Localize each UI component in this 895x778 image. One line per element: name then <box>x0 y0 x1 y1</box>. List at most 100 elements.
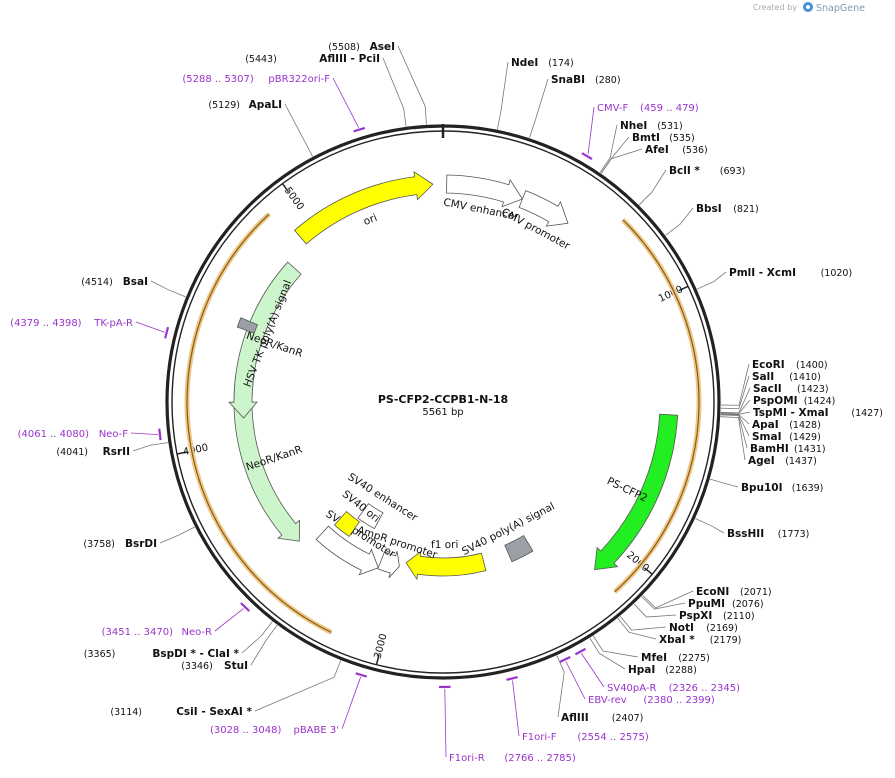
enzyme-position: (3346) <box>181 661 213 672</box>
enzyme-leader-line <box>592 635 639 658</box>
enzyme-position: (2275) <box>678 653 710 664</box>
primer-neo-f[interactable]: Neo-F(4061 .. 4080) <box>18 428 162 441</box>
enzyme-name: PspOMI <box>753 395 798 407</box>
enzyme-site-bsai[interactable]: BsaI(4514) <box>81 276 186 298</box>
enzyme-site-apali[interactable]: ApaLI(5129) <box>208 99 313 157</box>
primer-ebv-rev[interactable]: EBV-rev(2380 .. 2399) <box>559 656 715 706</box>
primer-name: TK-pA-R <box>93 318 133 329</box>
feature-ps-cfp2[interactable]: PS-CFP2 <box>594 413 679 571</box>
enzyme-position: (1427) <box>851 408 883 419</box>
enzyme-site-smai[interactable]: SmaI(1429) <box>720 413 821 443</box>
snapgene-logo-icon <box>803 2 813 12</box>
enzyme-site-ppumi[interactable]: PpuMI (2076) <box>641 596 764 610</box>
enzyme-position: (5508) <box>328 42 360 53</box>
enzyme-position: (3758) <box>83 539 115 550</box>
primer-bar <box>355 672 368 678</box>
primer-f1ori-f[interactable]: F1ori-F(2554 .. 2575) <box>506 675 649 743</box>
enzyme-name: AflIII - PciI <box>319 53 380 65</box>
enzyme-site-nhei[interactable]: NheI(531) <box>599 120 683 173</box>
enzyme-site-bbsi[interactable]: BbsI(821) <box>665 203 759 236</box>
enzyme-site-noti[interactable]: NotI(2169) <box>619 615 738 634</box>
primer-f1ori-r[interactable]: F1ori-R(2766 .. 2785) <box>438 685 576 764</box>
enzyme-site-bsshii[interactable]: BssHII(1773) <box>695 518 809 540</box>
enzyme-name: AseI <box>370 41 395 53</box>
enzyme-name: AgeI <box>748 455 775 467</box>
enzyme-site-hpai[interactable]: HpaI(2288) <box>589 637 697 676</box>
enzyme-site-sali[interactable]: SalI (1410) <box>720 371 821 410</box>
enzyme-name: SalI <box>752 371 774 383</box>
enzyme-name: SnaBI <box>551 74 585 86</box>
enzyme-site-mfei[interactable]: MfeI(2275) <box>592 635 710 664</box>
enzyme-leader-line <box>589 637 626 670</box>
enzyme-position: (3365) <box>84 649 116 660</box>
enzyme-name: BspDI * - ClaI * <box>152 648 239 660</box>
enzyme-leader-line <box>397 45 427 125</box>
enzyme-site-econi[interactable]: EcoNI(2071) <box>642 586 772 609</box>
enzyme-site-ndei[interactable]: NdeI(174) <box>496 57 574 130</box>
feature-sv40-poly-a-signal[interactable]: SV40 poly(A) signal <box>460 500 557 563</box>
primer-neo-r[interactable]: Neo-R(3451 .. 3470) <box>102 602 251 638</box>
primer-name: EBV-rev <box>588 695 627 706</box>
enzyme-position: (2076) <box>732 599 764 610</box>
enzyme-site-pspxi[interactable]: PspXI(2110) <box>633 603 755 622</box>
enzyme-site-stui[interactable]: StuI(3346) <box>181 624 278 672</box>
primer-leader-line <box>565 661 586 700</box>
enzyme-site-bamhi[interactable]: BamHI(1431) <box>720 414 826 455</box>
primer-sv40pa-r[interactable]: SV40pA-R(2326 .. 2345) <box>574 647 740 694</box>
enzyme-site-bsrdi[interactable]: BsrDI (3758) <box>83 526 195 550</box>
feature-shape-sv40-enhancer <box>357 503 384 530</box>
enzyme-site-ecori[interactable]: EcoRI (1400) <box>720 359 828 406</box>
enzyme-leader-line <box>150 280 186 298</box>
enzyme-name: ApaLI <box>249 99 282 111</box>
enzyme-position: (1437) <box>785 456 817 467</box>
primer-pbr322ori-f[interactable]: pBR322ori-F(5288 .. 5307) <box>182 74 366 133</box>
primer-bar <box>240 602 251 612</box>
feature-f1-ori[interactable]: f1 ori <box>405 539 487 581</box>
enzyme-name: CsiI - SexAI * <box>176 706 252 718</box>
enzyme-leader-line <box>695 518 725 534</box>
enzyme-name: BmtI <box>632 132 660 144</box>
primer-cmv-f[interactable]: CMV-F(459 .. 479) <box>581 103 699 161</box>
enzyme-site-tspmi-xmai[interactable]: TspMI - XmaI(1427) <box>720 407 883 419</box>
enzyme-site-csii-sexai[interactable]: CsiI - SexAI *(3114) <box>110 660 342 718</box>
feature-ori[interactable]: ori <box>293 171 434 245</box>
enzyme-position: (2179) <box>710 635 742 646</box>
enzyme-position: (1400) <box>796 360 828 371</box>
enzyme-site-agei[interactable]: AgeI (1437) <box>720 416 817 467</box>
primer-leader-line <box>341 676 362 730</box>
primer-leader-line <box>135 321 165 333</box>
enzyme-leader-line <box>619 615 667 631</box>
enzyme-position: (531) <box>657 121 683 132</box>
enzyme-site-bspdi-clai[interactable]: BspDI * - ClaI * (3365) <box>84 621 273 660</box>
enzyme-site-snabi[interactable]: SnaBI(280) <box>529 74 621 138</box>
enzyme-leader-line <box>709 478 739 488</box>
enzyme-leader-line <box>638 169 667 206</box>
primer-bar <box>164 326 170 339</box>
enzyme-site-pmli-xcmi[interactable]: PmlI - XcmI(1020) <box>696 267 852 290</box>
enzyme-position: (174) <box>548 58 574 69</box>
primer-range: (3451 .. 3470) <box>102 627 174 638</box>
primer-tk-pa-r[interactable]: TK-pA-R(4379 .. 4398) <box>10 318 170 339</box>
enzyme-name: BsrDI <box>125 538 157 550</box>
enzyme-site-xbai[interactable]: XbaI *(2179) <box>617 617 742 646</box>
enzyme-site-rsrii[interactable]: RsrII(4041) <box>56 442 169 458</box>
primer-name: SV40pA-R <box>607 683 656 694</box>
feature-label-ori: ori <box>362 212 379 228</box>
feature-label-f1-ori: f1 ori <box>431 539 459 551</box>
enzyme-site-afliii-pcii[interactable]: AflIII - PciI(5443) <box>245 53 407 127</box>
enzyme-leader-line <box>720 387 751 414</box>
enzyme-name: EcoRI <box>752 359 785 371</box>
enzyme-site-pspomi[interactable]: PspOMI(1424) <box>720 395 836 414</box>
enzyme-site-asei[interactable]: AseI (5508) <box>328 41 427 125</box>
primer-bar <box>581 152 593 161</box>
enzyme-leader-line <box>665 207 694 236</box>
enzyme-site-bpu10i[interactable]: Bpu10I(1639) <box>709 478 823 494</box>
enzyme-site-afei[interactable]: AfeI(536) <box>600 144 708 174</box>
enzyme-position: (1410) <box>789 372 821 383</box>
primer-pbabe-3[interactable]: pBABE 3'(3028 .. 3048) <box>210 672 368 736</box>
enzyme-name: PpuMI <box>688 598 725 610</box>
orf-arc <box>184 212 333 635</box>
enzyme-name: PmlI - XcmI <box>729 267 796 279</box>
feature-label-ps-cfp2: PS-CFP2 <box>605 475 649 504</box>
enzyme-site-bcli[interactable]: BclI *(693) <box>638 165 745 206</box>
